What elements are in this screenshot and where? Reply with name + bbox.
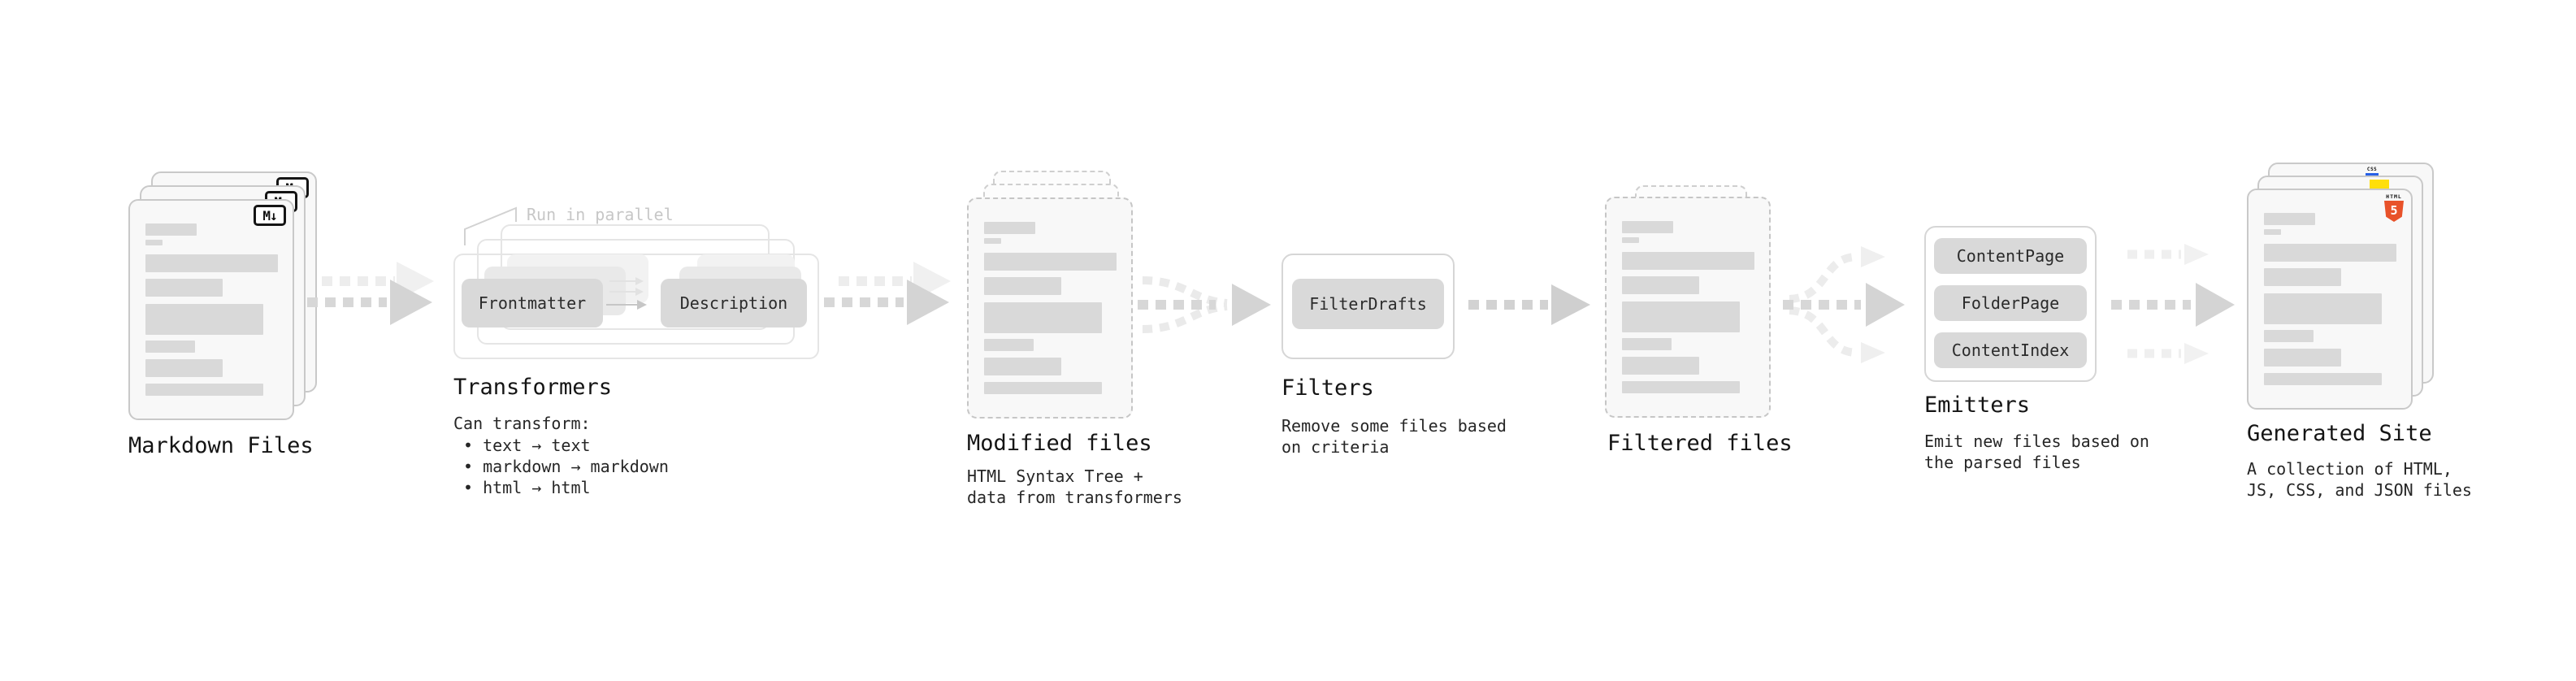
flow-arrow-icon (1468, 284, 1590, 325)
emitters-label: Emitters (1924, 393, 2031, 418)
text-line-placeholder (145, 223, 197, 236)
flow-arrow-icon (824, 262, 951, 325)
multi-arrow-icon (2111, 244, 2235, 364)
text-line-placeholder (145, 304, 263, 335)
text-line-placeholder (2264, 373, 2382, 385)
text-line-placeholder (1622, 301, 1740, 332)
text-line-placeholder (145, 279, 223, 297)
text-line-placeholder (2264, 268, 2341, 286)
contentpage-pill: ContentPage (1934, 238, 2087, 274)
text-line-placeholder (1622, 221, 1673, 233)
contentindex-pill: ContentIndex (1934, 332, 2087, 368)
modified-files-desc: data from transformers (967, 488, 1182, 507)
pipe-arrows-icon (606, 277, 647, 310)
document: M↓ (128, 199, 294, 420)
text-line-placeholder (984, 339, 1034, 351)
modified-files-label: Modified files (967, 431, 1152, 456)
filters-desc: Remove some files based (1281, 416, 1507, 436)
markdown-icon: M↓ (254, 205, 286, 226)
text-line-placeholder (984, 222, 1035, 234)
markdown-files-label: Markdown Files (128, 433, 314, 458)
javascript-icon (2370, 180, 2389, 190)
css-icon-bar (2366, 173, 2379, 176)
text-line-placeholder (2264, 330, 2314, 342)
description-pill: Description (661, 279, 807, 327)
modified-files-desc: HTML Syntax Tree + (967, 466, 1143, 486)
text-line-placeholder (2264, 349, 2341, 367)
filters-desc: on criteria (1281, 437, 1390, 457)
annotation-leader-line (464, 206, 517, 245)
document-text-placeholder (969, 199, 1131, 394)
fanout-arrow-icon (1783, 246, 1905, 363)
document (1605, 197, 1771, 418)
document: HTML 5 (2247, 189, 2413, 410)
document-text-placeholder (130, 201, 293, 396)
flow-arrow-icon (307, 262, 434, 325)
text-line-placeholder (1622, 357, 1699, 375)
document-text-placeholder (2249, 190, 2411, 385)
text-line-placeholder (145, 240, 163, 245)
text-line-placeholder (984, 302, 1102, 333)
text-line-placeholder (145, 254, 278, 272)
filters-label: Filters (1281, 375, 1374, 401)
document-text-placeholder (1607, 198, 1769, 393)
text-line-placeholder (984, 253, 1117, 271)
css-icon: CSS (2365, 167, 2379, 176)
transformers-bullet: • html → html (463, 478, 591, 497)
html5-icon-shield: 5 (2384, 201, 2404, 222)
text-line-placeholder (1622, 338, 1672, 350)
filterdrafts-pill: FilterDrafts (1292, 279, 1444, 329)
merge-arrow-icon (1138, 276, 1271, 333)
text-line-placeholder (2264, 244, 2396, 262)
emitters-desc: the parsed files (1924, 453, 2081, 472)
html5-icon: HTML 5 (2383, 194, 2405, 222)
text-line-placeholder (2264, 293, 2382, 324)
transformers-label: Transformers (453, 375, 613, 400)
html5-icon-number: 5 (2390, 203, 2398, 218)
text-line-placeholder (984, 277, 1061, 295)
text-line-placeholder (1622, 381, 1740, 393)
text-line-placeholder (2264, 213, 2315, 225)
generated-site-desc: JS, CSS, and JSON files (2247, 480, 2472, 500)
emitters-desc: Emit new files based on (1924, 432, 2149, 451)
html5-icon-label: HTML (2386, 193, 2402, 200)
generated-site-label: Generated Site (2247, 421, 2432, 446)
document (967, 197, 1133, 419)
filtered-files-label: Filtered files (1607, 431, 1793, 456)
transformers-bullet: • text → text (463, 436, 591, 455)
transformers-desc-title: Can transform: (453, 414, 591, 433)
text-line-placeholder (145, 384, 263, 396)
text-line-placeholder (1622, 237, 1639, 243)
run-in-parallel-note: Run in parallel (527, 205, 674, 224)
text-line-placeholder (1622, 276, 1699, 294)
folderpage-pill: FolderPage (1934, 285, 2087, 321)
text-line-placeholder (1622, 252, 1754, 270)
text-line-placeholder (984, 238, 1001, 244)
text-line-placeholder (2264, 229, 2281, 235)
text-line-placeholder (145, 340, 195, 353)
transformers-bullet: • markdown → markdown (463, 457, 669, 476)
text-line-placeholder (984, 382, 1102, 394)
css-icon-label: CSS (2366, 167, 2378, 172)
text-line-placeholder (984, 358, 1061, 375)
text-line-placeholder (145, 359, 223, 377)
generated-site-desc: A collection of HTML, (2247, 459, 2452, 479)
frontmatter-pill: Frontmatter (462, 279, 603, 327)
